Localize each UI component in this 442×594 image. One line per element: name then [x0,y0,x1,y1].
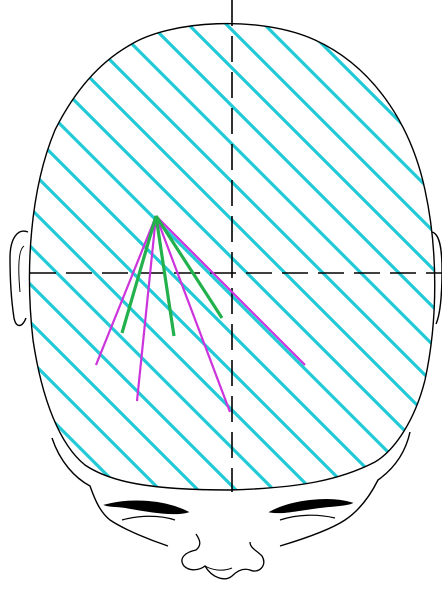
hatch-line [126,0,442,589]
hatch-line [278,0,442,589]
hatch-line [0,0,422,589]
left-ear-inner [19,246,24,292]
left-eye [105,501,188,514]
left-cheek-outline [52,438,168,546]
magenta-ray [156,216,305,365]
left-eye-lid [122,516,175,520]
hatch-line [0,0,346,589]
right-eye-lid [280,515,335,520]
right-eye [270,500,352,513]
nose-outline [182,534,264,579]
hatch-line [430,0,442,589]
nose-bottom [205,566,232,570]
